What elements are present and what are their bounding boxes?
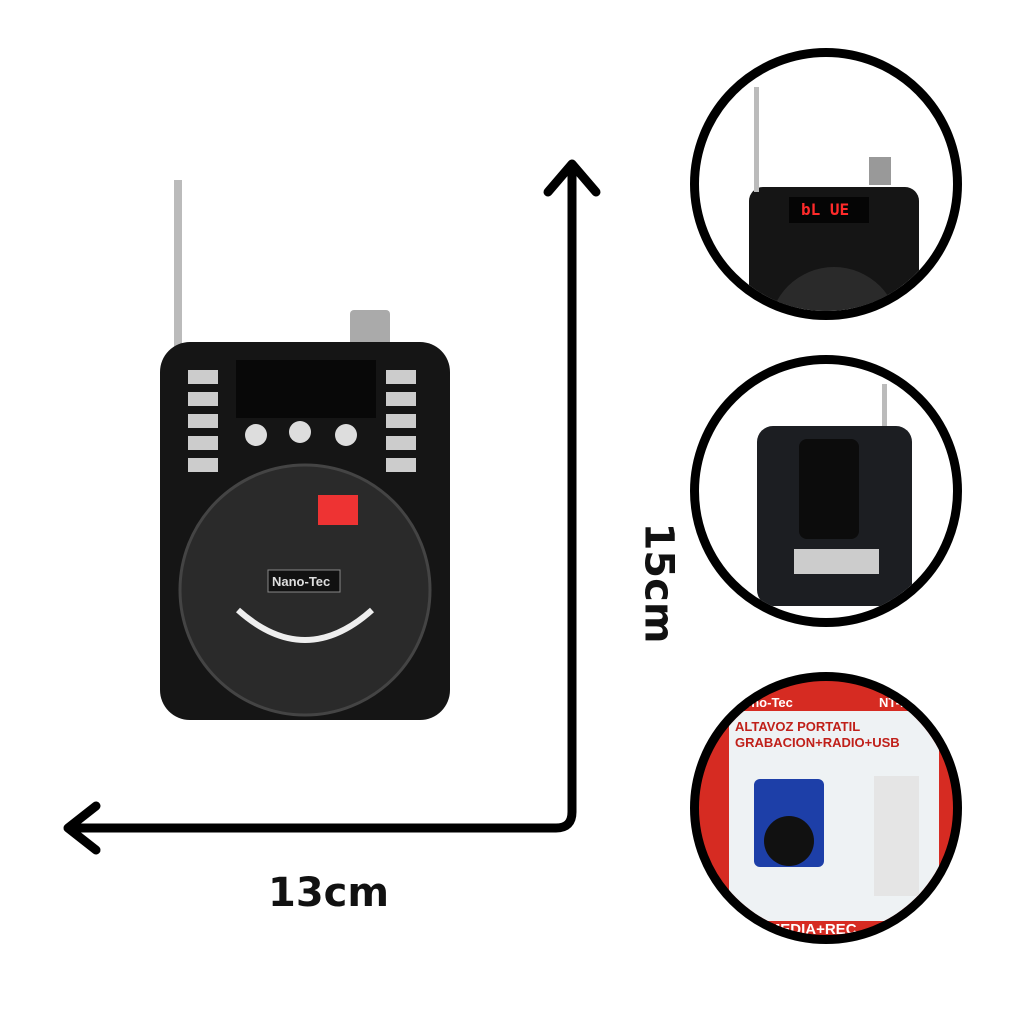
back-view-thumbnail[interactable] bbox=[690, 355, 962, 627]
package-line2: GRABACION+RADIO+USB bbox=[735, 735, 900, 750]
width-label: 13cm bbox=[268, 870, 390, 916]
speaker-product-image bbox=[160, 180, 450, 720]
package-line1: ALTAVOZ PORTATIL bbox=[735, 719, 861, 734]
package-brand: eno-Tec bbox=[744, 695, 793, 710]
package-model: NT-F bbox=[879, 695, 908, 710]
packaging-thumbnail[interactable]: eno-Tec NT-F ALTAVOZ PORTATIL GRABACION+… bbox=[690, 672, 962, 944]
height-label: 15cm bbox=[635, 522, 682, 644]
package-footer: +MEDIA+REC bbox=[759, 921, 857, 938]
front-detail-thumbnail[interactable]: bL UE bbox=[690, 48, 962, 320]
display-text: bL UE bbox=[801, 200, 850, 219]
speaker-brand-label: Nano-Tec bbox=[272, 574, 331, 589]
